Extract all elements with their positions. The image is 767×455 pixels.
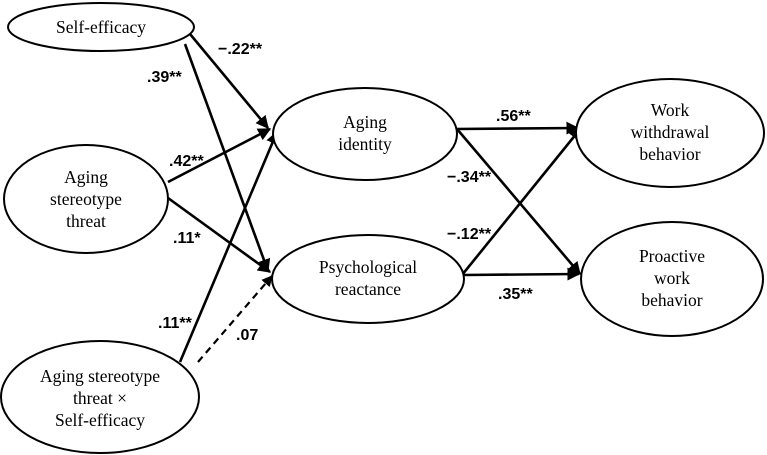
node-label-line: work	[654, 268, 690, 288]
edge-interaction-to-aging-identity	[178, 130, 279, 363]
edge-aging-identity-to-work-withdrawal	[454, 121, 580, 135]
node-aging-stereotype-threat: Aging stereotype threat	[3, 144, 169, 254]
node-proactive-work-behavior: Proactive work behavior	[580, 221, 764, 337]
node-label-line: threat ×	[73, 388, 127, 408]
path-coefficients: −.22** .39** .42** .11* .11** .07 .56** …	[147, 41, 533, 344]
edge-reactance-to-work-withdrawal	[460, 126, 583, 276]
node-label-line: Self-efficacy	[56, 17, 146, 37]
node-label-line: behavior	[639, 144, 700, 164]
edge-threat-to-aging-identity	[167, 127, 272, 184]
coef-identity-withdrawal: .56**	[496, 108, 531, 125]
node-self-efficacy: Self-efficacy	[7, 2, 195, 52]
coef-self-efficacy-identity: −.22**	[218, 41, 263, 58]
node-label-line: Aging stereotype	[40, 366, 160, 386]
coef-interaction-reactance: .07	[236, 327, 258, 344]
node-psychological-reactance: Psychological reactance	[271, 234, 465, 324]
node-work-withdrawal-behavior: Work withdrawal behavior	[575, 78, 765, 188]
coef-interaction-identity: .11**	[158, 315, 193, 332]
edge-aging-identity-to-proactive-work	[456, 128, 581, 275]
edge-self-efficacy-to-aging-identity	[188, 33, 270, 130]
coef-reactance-withdrawal: −.12**	[447, 226, 492, 243]
coef-threat-reactance: .11*	[173, 230, 201, 247]
node-label-line: Aging	[343, 112, 387, 132]
node-label-line: withdrawal	[631, 122, 710, 142]
node-interaction-term: Aging stereotype threat × Self-efficacy	[0, 340, 200, 454]
edge-interaction-to-psychological-reactance	[197, 275, 273, 363]
node-label-line: Work	[651, 100, 690, 120]
edge-reactance-to-proactive-work	[463, 267, 581, 281]
edge-threat-to-psychological-reactance	[167, 196, 272, 274]
node-label-line: identity	[338, 134, 392, 154]
node-label-line: Aging	[64, 167, 108, 187]
node-label-line: behavior	[641, 290, 702, 310]
coef-self-efficacy-reactance: .39**	[147, 69, 182, 86]
node-aging-identity: Aging identity	[272, 87, 458, 181]
node-label-line: Psychological	[319, 257, 417, 277]
coef-threat-identity: .42**	[169, 153, 204, 170]
node-label-line: reactance	[335, 279, 401, 299]
node-label-line: threat	[66, 211, 106, 231]
coef-identity-proactive: −.34**	[447, 169, 492, 186]
node-label-line: stereotype	[50, 189, 122, 209]
edge-self-efficacy-to-psychological-reactance	[183, 43, 271, 273]
edges	[167, 33, 583, 363]
node-label-line: Self-efficacy	[55, 410, 145, 430]
node-label-line: Proactive	[639, 246, 705, 266]
coef-reactance-proactive: .35**	[498, 286, 533, 303]
